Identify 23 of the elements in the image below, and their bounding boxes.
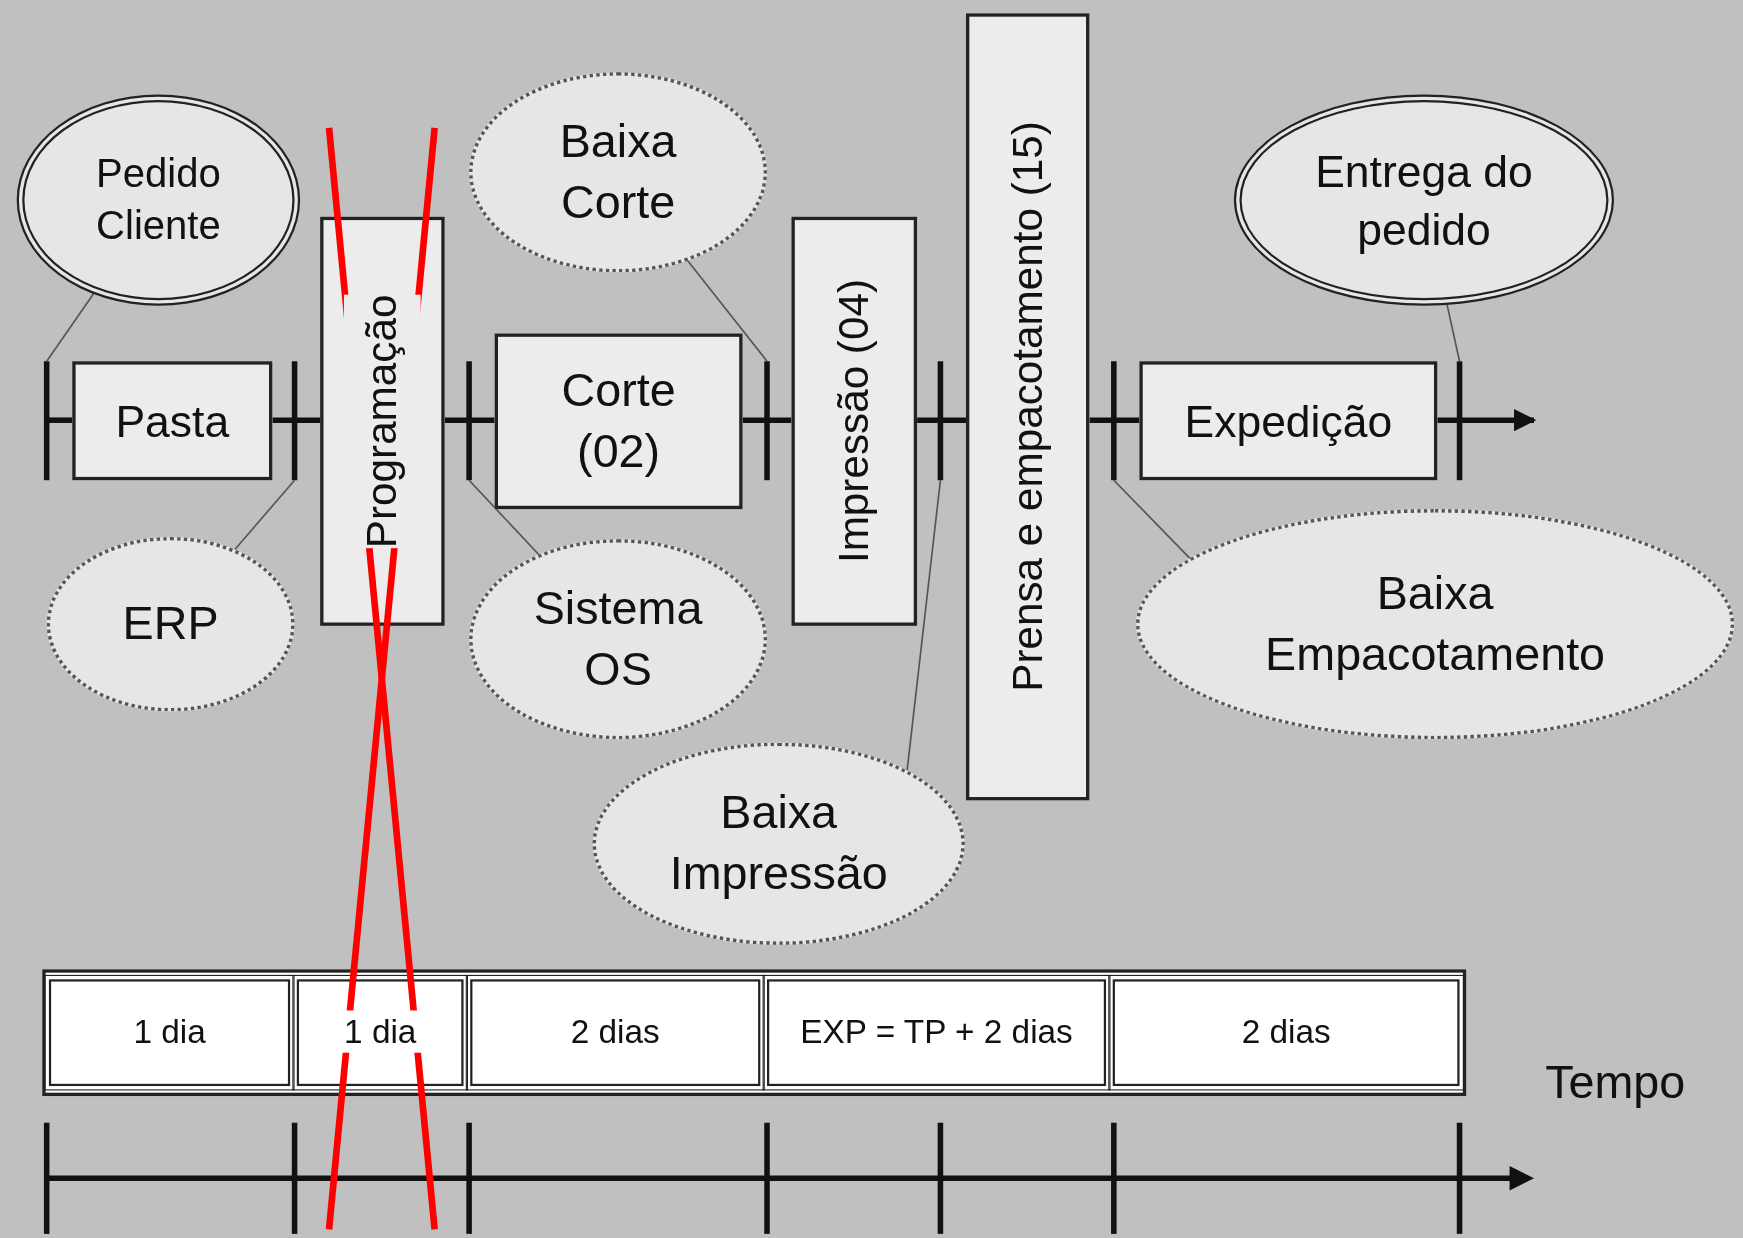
timeline-arrow <box>1437 409 1537 432</box>
leader-line <box>468 479 540 556</box>
leader-line <box>1446 304 1461 363</box>
process-box <box>1139 361 1438 481</box>
node-label: ERP <box>121 596 220 652</box>
node-label: Baixa Impressão <box>668 785 889 902</box>
node-label: Entrega do pedido <box>1314 145 1534 256</box>
node-label: Programação <box>343 294 421 549</box>
node-label: Sistema OS <box>532 580 704 697</box>
process-box <box>72 361 273 481</box>
node-label: Baixa Empacotamento <box>1264 565 1607 682</box>
process-box <box>966 13 1090 801</box>
duration-label: 1 dia <box>339 1010 421 1053</box>
process-box <box>791 216 918 626</box>
leader-line <box>906 479 942 772</box>
process-box <box>320 216 445 626</box>
node-label: Pedido Cliente <box>95 149 222 250</box>
axis-label: Tempo <box>1545 1056 1686 1110</box>
leader-line <box>1113 479 1191 560</box>
leader-line <box>234 479 296 551</box>
node-label: Baixa Corte <box>558 113 678 230</box>
process-box <box>494 333 743 510</box>
leader-line <box>686 259 768 363</box>
